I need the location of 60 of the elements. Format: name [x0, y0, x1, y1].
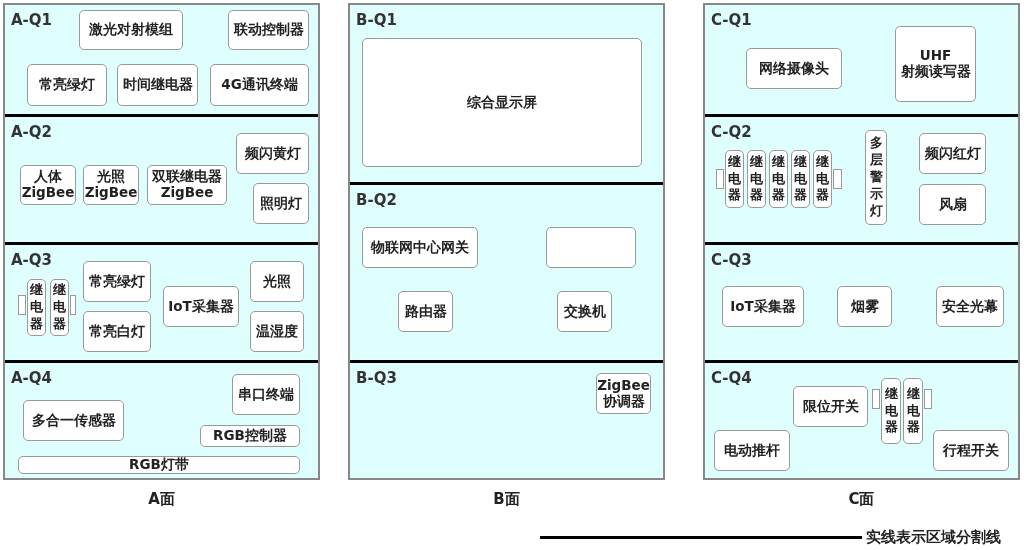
device-box: 综合显示屏: [362, 38, 642, 167]
device-box: 时间继电器: [117, 64, 198, 106]
device-box: 常亮绿灯: [83, 261, 151, 302]
zone-label: A-Q2: [11, 123, 53, 141]
device-box: ZigBee 协调器: [596, 373, 651, 414]
device-box: 交换机: [557, 291, 612, 332]
relay-module: 继电器: [725, 150, 744, 208]
device-box: 串口终端: [232, 374, 300, 415]
device-box: 频闪黄灯: [236, 133, 309, 174]
zone-label: B-Q1: [356, 11, 397, 29]
relay-module: 继电器: [813, 150, 832, 208]
zone-label: C-Q3: [711, 251, 752, 269]
device-box: 4G通讯终端: [210, 64, 309, 106]
zone-label: C-Q1: [711, 11, 752, 29]
device-box: RGB控制器: [200, 425, 300, 447]
device-box: 光照 ZigBee: [83, 165, 139, 205]
relay-module: 继电器: [50, 279, 69, 336]
device-box: 风扇: [919, 184, 986, 225]
device-box: 限位开关: [793, 386, 868, 427]
relay-module: 继电器: [769, 150, 788, 208]
relay-module: 继电器: [747, 150, 766, 208]
legend-label: 实线表示区域分割线: [866, 528, 1001, 547]
relay-module: 继电器: [903, 378, 923, 444]
device-box: 多合一传感器: [23, 400, 124, 441]
device-box: 路由器: [398, 291, 453, 332]
device-box: [546, 227, 636, 268]
device-box: 双联继电器 ZigBee: [147, 165, 227, 205]
device-box: 常亮白灯: [83, 311, 151, 352]
device-box: 温湿度: [250, 311, 304, 352]
device-box: 行程开关: [933, 430, 1009, 471]
zone-label: C-Q4: [711, 369, 752, 387]
relay-module: 多层警示灯: [865, 130, 887, 225]
relay-module: 继电器: [881, 378, 901, 444]
device-box: UHF 射频读写器: [895, 26, 976, 102]
device-box: 频闪红灯: [919, 133, 986, 174]
zone-label: C-Q2: [711, 123, 752, 141]
device-box: 电动推杆: [714, 430, 790, 471]
zone-label: A-Q3: [11, 251, 53, 269]
zone-label: B-Q3: [356, 369, 397, 387]
device-box: 光照: [250, 261, 304, 302]
device-box: 安全光幕: [936, 286, 1004, 327]
relay-module: 继电器: [27, 279, 46, 336]
device-box: 物联网中心网关: [362, 227, 478, 268]
device-box: 激光对射模组: [79, 10, 183, 50]
panel-caption: B面: [492, 490, 521, 509]
device-box: IoT采集器: [163, 286, 239, 327]
panel-caption: C面: [847, 490, 876, 509]
device-box: 联动控制器: [228, 10, 309, 50]
device-box: 人体 ZigBee: [20, 165, 76, 205]
panel-caption: A面: [147, 490, 176, 509]
relay-module: 继电器: [791, 150, 810, 208]
zone-label: B-Q2: [356, 191, 397, 209]
device-box: 网络摄像头: [746, 48, 842, 89]
zone-label: A-Q4: [11, 369, 53, 387]
device-box: 照明灯: [253, 183, 309, 224]
zone-label: A-Q1: [11, 11, 53, 29]
device-box: 常亮绿灯: [27, 64, 107, 106]
device-box: IoT采集器: [722, 286, 804, 327]
device-box: RGB灯带: [18, 456, 300, 474]
device-box: 烟雾: [837, 286, 892, 327]
